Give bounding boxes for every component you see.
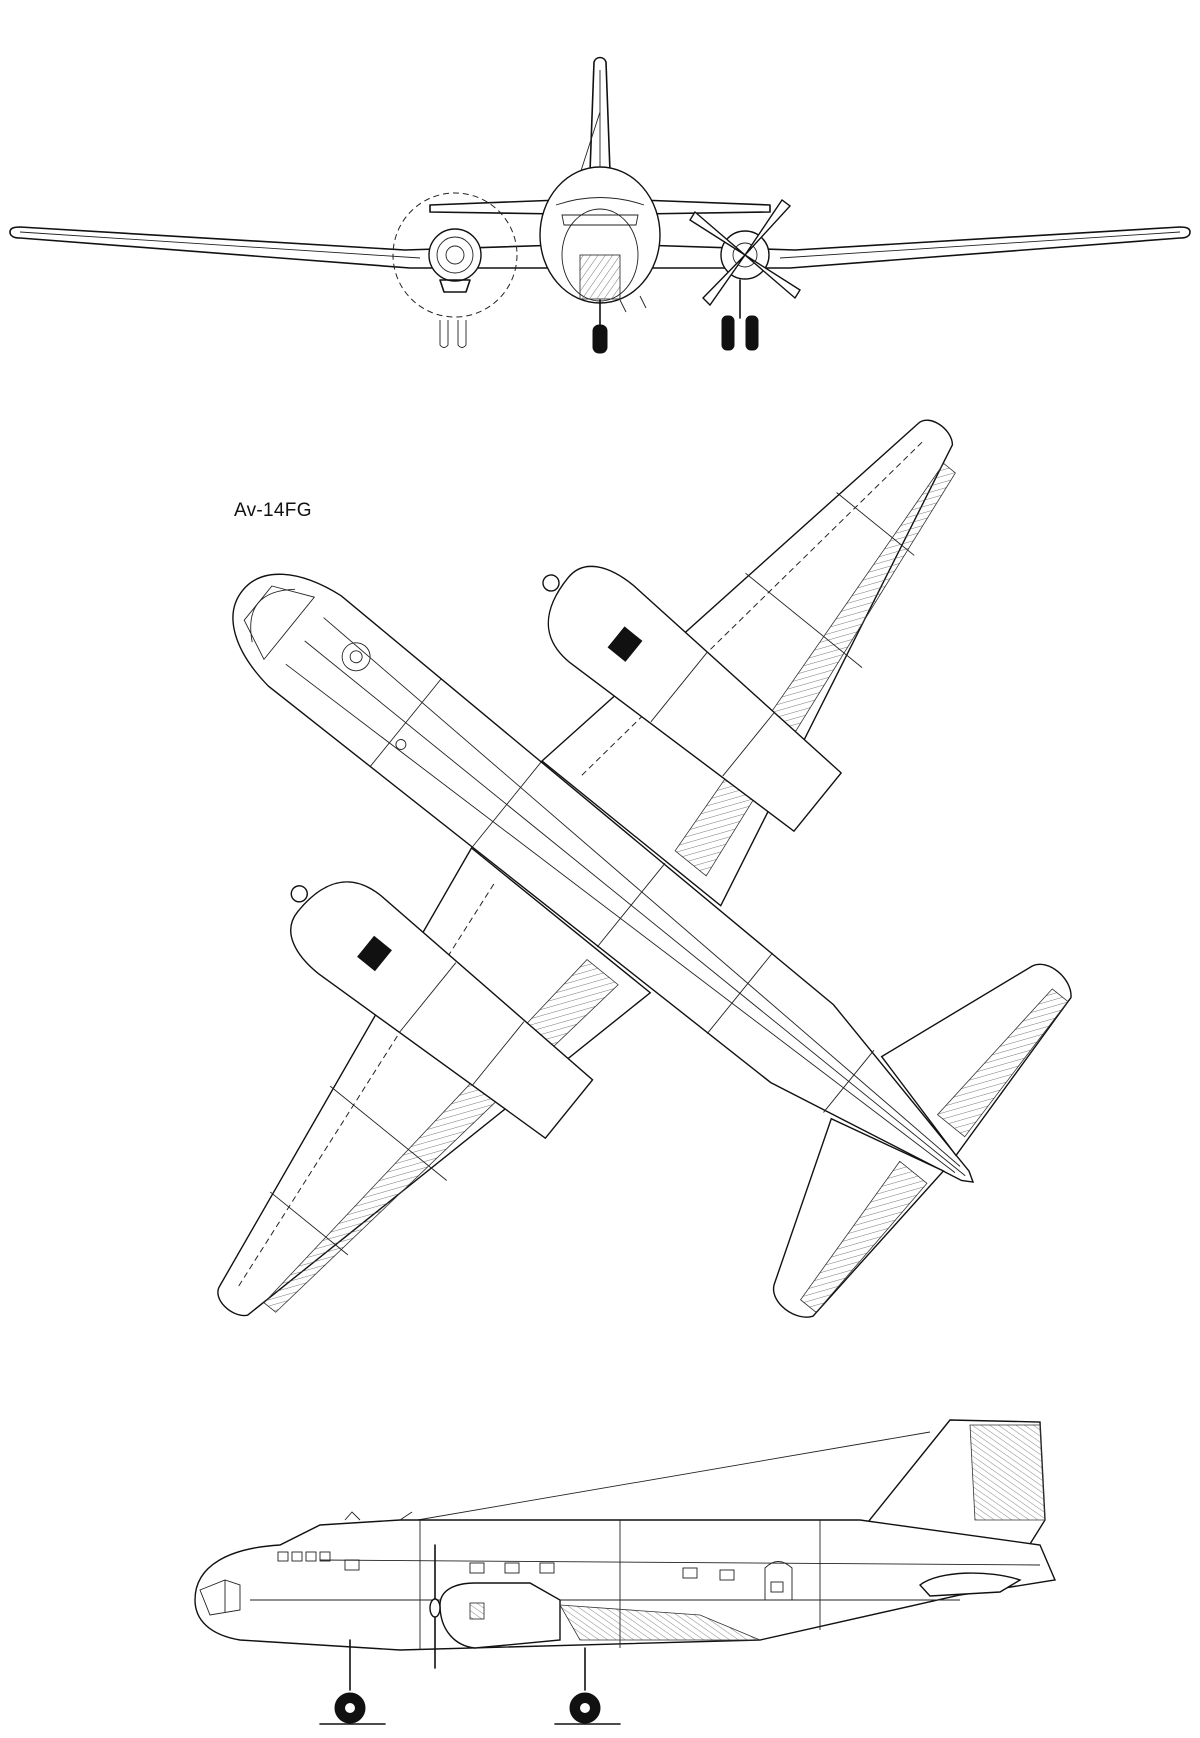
top-stabilizer-upper [880, 963, 1072, 1157]
front-fin [589, 56, 611, 173]
side-window [344, 1559, 360, 1571]
front-right-propeller [689, 198, 801, 307]
front-left-prop-disc [392, 192, 518, 318]
variant-label: Av-14FG [234, 500, 312, 521]
top-view [217, 419, 1072, 1318]
front-nose-wheel [592, 324, 608, 354]
side-antenna-wire [399, 1431, 931, 1524]
side-fuselage [194, 1519, 1056, 1651]
front-right-wheel-a [721, 315, 735, 351]
top-fuselage [232, 573, 975, 1183]
front-right-wheel-b [745, 315, 759, 351]
side-view [194, 1419, 1056, 1725]
side-door [764, 1561, 793, 1601]
top-wing-lower [217, 846, 652, 1317]
top-wing-upper [540, 419, 954, 907]
front-view [9, 56, 1191, 354]
side-engine-nacelle [439, 1582, 561, 1649]
